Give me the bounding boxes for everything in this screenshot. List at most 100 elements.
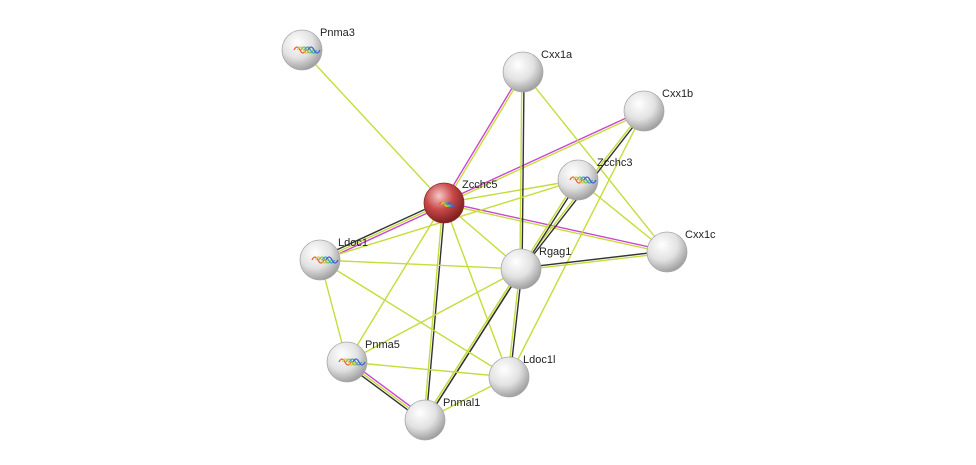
structure-ribbon: [583, 176, 597, 184]
edge-line-textmining: [522, 71, 668, 253]
structure-ribbon: [321, 256, 336, 264]
structure-ribbon: [447, 202, 456, 208]
node-ldoc1[interactable]: Ldoc1: [299, 237, 368, 281]
edge-line-textmining: [346, 268, 522, 363]
edge-line-textmining: [443, 203, 667, 254]
structure-ribbon: [348, 358, 363, 366]
edge-line-textmining: [521, 252, 668, 271]
structure-ribbon: [338, 358, 352, 366]
edge-line-textmining: [423, 268, 521, 420]
edge-line-coexpression: [520, 250, 667, 269]
structure-ribbon: [318, 256, 332, 264]
node-bubble[interactable]: [404, 399, 446, 441]
edge-line-coexpression: [425, 203, 446, 421]
node-bubble[interactable]: [326, 341, 368, 383]
edge-cxx1a-cxx1c: [522, 71, 668, 253]
edge-line-coexpression: [521, 72, 525, 270]
structure-ribbon: [576, 176, 590, 184]
structure-ribbon: [341, 358, 356, 366]
node-label: Zcchc5: [462, 179, 497, 191]
edge-line-textmining: [519, 71, 523, 269]
edge-rgag1-ldoc1: [319, 259, 522, 270]
protein-structure-icon: [338, 358, 366, 366]
node-bubble[interactable]: [646, 231, 688, 273]
edge-zcchc5-cxx1a: [442, 71, 525, 204]
structure-ribbon: [352, 358, 366, 366]
edge-rgag1-pnma5: [346, 268, 522, 363]
structure-ribbon: [572, 176, 587, 184]
node-bubble[interactable]: [502, 51, 544, 93]
node-layer: Zcchc5 Pnma3Cxx1aCxx1bZcchc3Cxx1cLdoc1Rga…: [281, 27, 716, 441]
node-cxx1c[interactable]: Cxx1c: [646, 229, 716, 273]
edge-rgag1-pnmal1: [423, 268, 523, 421]
structure-ribbon: [307, 46, 321, 54]
edge-line-textmining: [508, 110, 645, 378]
edge-line-textmining: [319, 259, 522, 270]
edge-cxx1b-ldoc1l: [508, 110, 645, 378]
edge-line-textmining: [346, 202, 445, 363]
node-zcchc5[interactable]: Zcchc5: [423, 179, 497, 224]
edge-line-textmining: [444, 72, 525, 204]
node-cxx1b[interactable]: Cxx1b: [623, 88, 693, 132]
edge-zcchc5-ldoc1: [318, 200, 446, 263]
node-pnma5[interactable]: Pnma5: [326, 339, 400, 383]
node-bubble[interactable]: [488, 356, 530, 398]
node-label: Rgag1: [539, 246, 571, 258]
structure-ribbon: [311, 256, 325, 264]
node-label: Pnma5: [365, 339, 400, 351]
node-label: Cxx1a: [541, 49, 573, 61]
edge-line-textmining: [443, 202, 510, 378]
node-label: Ldoc1l: [523, 354, 555, 366]
edge-line-textmining: [319, 259, 510, 378]
edge-line-textmining: [443, 179, 579, 204]
node-label: Cxx1b: [662, 88, 693, 100]
edge-line-textmining: [444, 111, 645, 205]
edge-line-textmining: [301, 49, 445, 204]
node-label: Cxx1c: [685, 229, 716, 241]
edge-rgag1-cxx1c: [520, 250, 668, 271]
node-label: Ldoc1: [338, 237, 368, 249]
structure-ribbon: [303, 46, 318, 54]
edge-line-textmining: [423, 202, 444, 420]
protein-structure-icon: [438, 202, 456, 208]
edge-line-experimental: [320, 204, 446, 263]
edge-line-experimental: [442, 71, 523, 203]
structure-ribbon: [300, 46, 314, 54]
protein-structure-icon: [293, 46, 321, 54]
node-pnma3[interactable]: Pnma3: [281, 27, 355, 71]
structure-ribbon: [325, 256, 339, 264]
edge-line-textmining: [346, 361, 510, 378]
protein-structure-icon: [569, 176, 597, 184]
structure-ribbon: [579, 176, 594, 184]
node-bubble[interactable]: [299, 239, 341, 281]
node-bubble[interactable]: [500, 248, 542, 290]
edge-zcchc5-zcchc3: [443, 179, 579, 204]
edge-zcchc5-pnma3: [301, 49, 445, 204]
structure-ribbon: [569, 176, 583, 184]
node-bubble[interactable]: [281, 29, 323, 71]
edge-pnma5-ldoc1l: [346, 361, 510, 378]
node-zcchc3[interactable]: Zcchc3: [557, 157, 632, 201]
edge-zcchc5-pnmal1: [423, 202, 446, 421]
node-bubble[interactable]: [557, 159, 599, 201]
edge-line-coexpression: [318, 200, 444, 259]
node-label: Pnma3: [320, 27, 355, 39]
edge-line-coexpression: [425, 269, 523, 421]
edge-ldoc1-ldoc1l: [319, 259, 510, 378]
edge-cxx1a-rgag1: [519, 71, 525, 270]
node-bubble[interactable]: [623, 90, 665, 132]
node-pnmal1[interactable]: Pnmal1: [404, 397, 480, 441]
node-rgag1[interactable]: Rgag1: [500, 246, 571, 290]
structure-ribbon: [293, 46, 307, 54]
edge-line-experimental: [443, 109, 644, 203]
protein-structure-icon: [311, 256, 339, 264]
edge-zcchc5-ldoc1l: [443, 202, 510, 378]
edge-zcchc5-pnma5: [346, 202, 445, 363]
edge-line-textmining: [319, 202, 445, 261]
edge-zcchc5-cxx1b: [443, 109, 645, 205]
structure-ribbon: [296, 46, 311, 54]
node-cxx1a[interactable]: Cxx1a: [502, 49, 573, 93]
structure-ribbon: [345, 358, 359, 366]
node-ldoc1l[interactable]: Ldoc1l: [488, 354, 555, 398]
